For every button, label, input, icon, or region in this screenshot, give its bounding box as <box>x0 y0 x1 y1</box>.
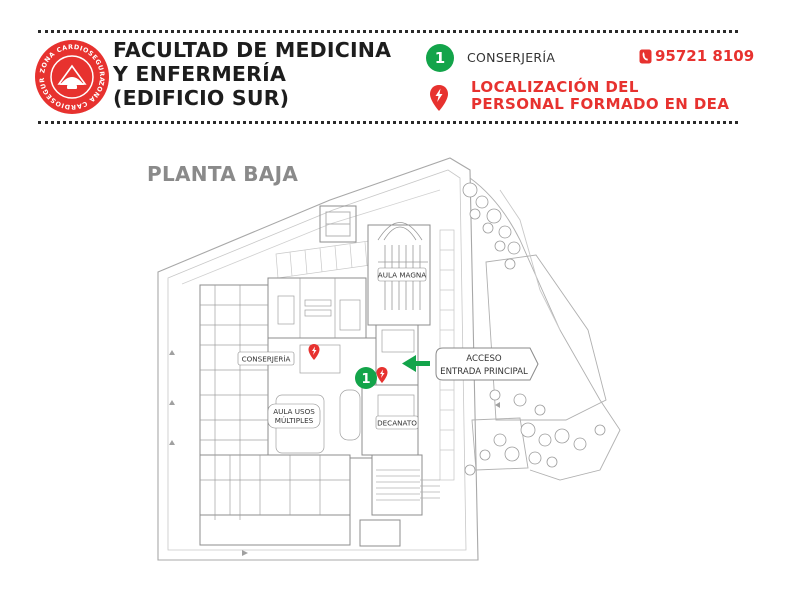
title-line-2: Y ENFERMERÍA <box>113 62 287 86</box>
dea-pin-entrance-icon <box>376 367 388 383</box>
phone-number: 95721 8109 <box>655 47 755 65</box>
dea-pin-conserjeria-icon <box>308 344 320 360</box>
label-aula-magna: AULA MAGNA <box>378 271 426 280</box>
trees <box>462 182 606 476</box>
dea-location-pin-icon <box>430 85 448 111</box>
stairs <box>376 469 440 501</box>
label-aula-usos-2: MÚLTIPLES <box>275 416 314 425</box>
label-entrada-principal: ENTRADA PRINCIPAL <box>440 367 528 377</box>
floor-title: PLANTA BAJA <box>147 162 299 186</box>
green-entrance-arrow-icon <box>402 355 430 372</box>
conserjeria-number-badge: 1 <box>426 44 454 72</box>
entrance-arrows-icon <box>169 350 500 556</box>
label-conserjeria: CONSERJERÍA <box>242 355 291 364</box>
label-decanato-box <box>375 415 419 430</box>
conserjeria-map-marker-number: 1 <box>361 372 370 387</box>
label-aula-usos-1: AULA USOS <box>273 407 315 416</box>
label-aula-usos-box <box>267 403 321 429</box>
label-aula-magna-box <box>377 267 427 282</box>
label-acceso: ACCESO <box>466 354 502 364</box>
header-top-divider <box>38 30 738 33</box>
phone-icon <box>639 49 652 64</box>
title-line-3: (EDIFICIO SUR) <box>113 86 290 110</box>
zona-cardiosegura-logo: ZONA CARDIOSEGURA ZONA CARDIOSEGURA <box>34 39 109 114</box>
north-pavilion <box>319 205 357 243</box>
conserjeria-map-marker <box>355 367 377 389</box>
label-conserjeria-box <box>237 351 295 366</box>
parking-north <box>275 239 379 279</box>
acceso-callout <box>435 347 539 381</box>
dea-legend-line-2: PERSONAL FORMADO EN DEA <box>471 95 730 113</box>
east-area <box>469 177 621 481</box>
dea-legend-line-1: LOCALIZACIÓN DEL <box>471 78 639 96</box>
header-bottom-divider <box>38 121 738 124</box>
cordoba-shell-icon <box>57 64 87 89</box>
title-line-1: FACULTAD DE MEDICINA <box>113 38 392 62</box>
label-decanato: DECANATO <box>377 419 417 428</box>
building-rooms <box>200 278 415 520</box>
conserjeria-legend-label: CONSERJERÍA <box>467 50 556 65</box>
